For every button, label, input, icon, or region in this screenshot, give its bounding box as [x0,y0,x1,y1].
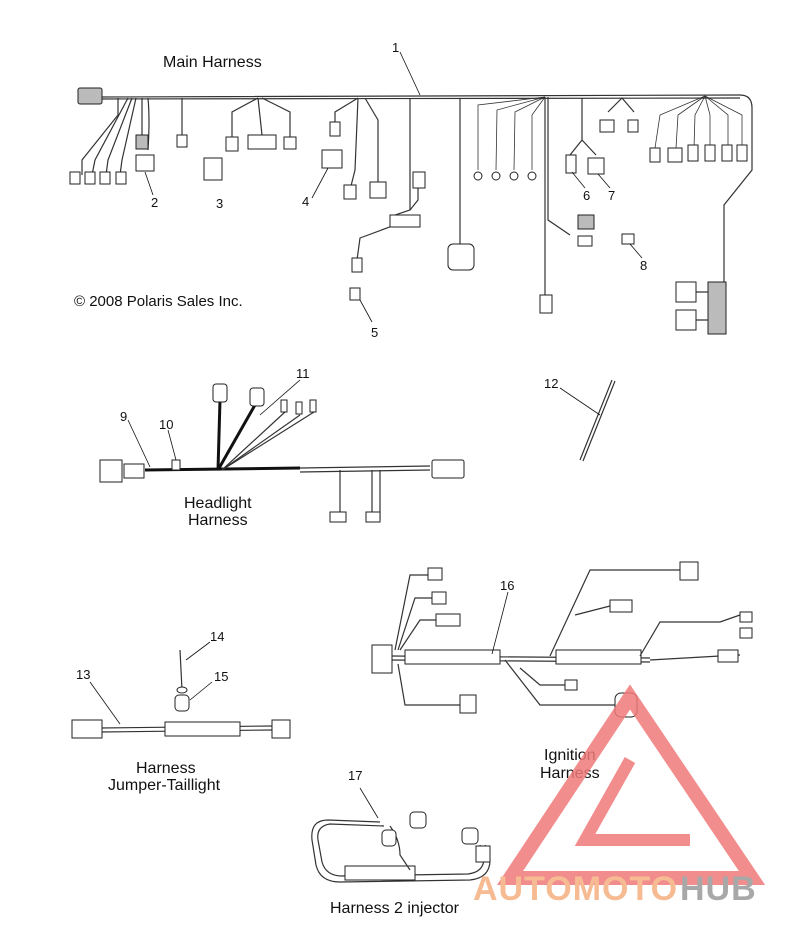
title-jumper-2: Jumper-Taillight [108,777,221,794]
callout-9: 9 [120,409,127,424]
title-headlight-1: Headlight [184,495,252,512]
callout-16: 16 [500,578,514,593]
callout-5: 5 [371,325,378,340]
callout-6: 6 [583,188,590,203]
ignition-harness [371,561,753,718]
callout-1: 1 [392,40,399,55]
watermark-brand-b: HUB [680,870,757,908]
callout-14: 14 [210,629,224,644]
watermark: AUTOMOTO HUB [473,684,766,908]
callout-15: 15 [214,669,228,684]
callout-3: 3 [216,196,223,211]
title-injector: Harness 2 injector [330,900,460,917]
copyright-text: © 2008 Polaris Sales Inc. [74,293,243,310]
watermark-logo-inner [574,757,690,846]
main-harness [69,51,753,335]
headlight-harness [99,379,465,523]
jumper-taillight-harness [71,641,291,739]
callout-4: 4 [302,194,309,209]
callout-13: 13 [76,667,90,682]
labels: Main Harness © 2008 Polaris Sales Inc. H… [74,40,647,917]
part-12 [559,379,616,462]
title-headlight-2: Harness [188,512,248,529]
watermark-logo-outer [496,684,766,885]
callout-7: 7 [608,188,615,203]
callout-2: 2 [151,195,158,210]
title-main-harness: Main Harness [163,54,262,71]
callout-17: 17 [348,768,362,783]
callout-8: 8 [640,258,647,273]
watermark-brand-a: AUTOMOTO [473,870,678,908]
callout-11: 11 [296,366,310,381]
injector-harness [311,787,491,883]
callout-12: 12 [544,376,558,391]
callout-10: 10 [159,417,173,432]
title-jumper-1: Harness [136,760,196,777]
